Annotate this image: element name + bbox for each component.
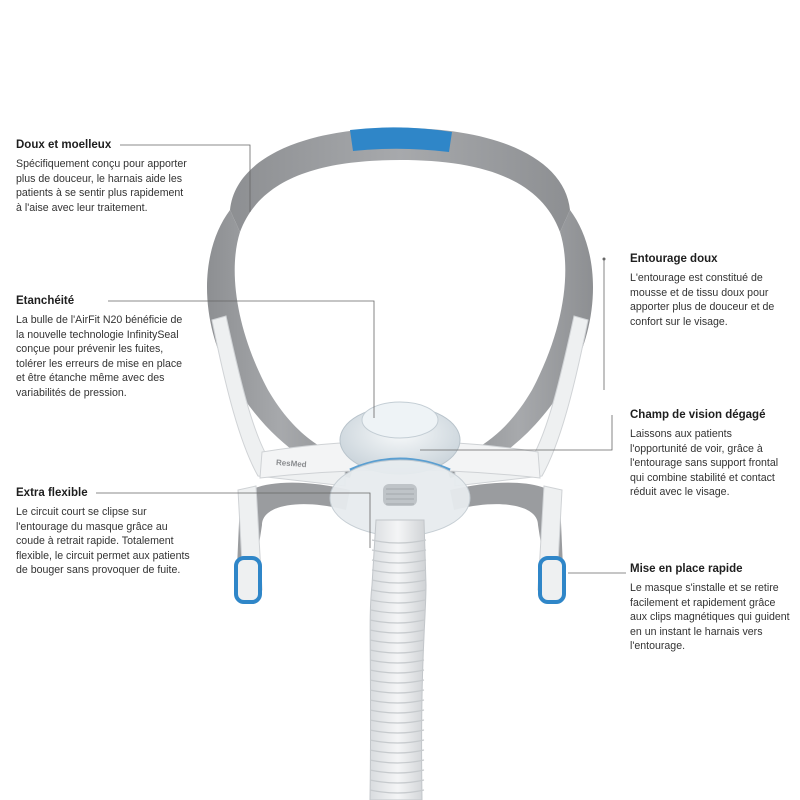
callout-doux-et-moelleux: Doux et moelleux Spécifiquement conçu po… xyxy=(16,139,191,215)
callout-text: Spécifiquement conçu pour apporter plus … xyxy=(16,158,187,214)
short-tube xyxy=(369,519,427,800)
callout-text: L'entourage est constitué de mousse et d… xyxy=(630,272,775,328)
callout-text: Laissons aux patients l'opportunité de v… xyxy=(630,428,779,499)
callout-title: Etanchéité xyxy=(16,295,75,307)
callout-text: La bulle de l'AirFit N20 bénéficie de la… xyxy=(16,314,183,399)
leader-doux xyxy=(120,144,251,212)
cushion-blue-ring xyxy=(349,457,451,472)
leader-etancheite xyxy=(108,300,375,418)
crown-blue-tab xyxy=(350,127,452,152)
leader-flexible xyxy=(96,492,371,548)
callout-title: Champ de vision dégagé xyxy=(630,409,766,421)
callout-text: Le masque s'installe et se retire facile… xyxy=(630,582,790,653)
headgear-lower-left-strap xyxy=(236,482,350,590)
headgear-lower-right-strap xyxy=(450,482,564,590)
leader-champ xyxy=(420,415,613,451)
callout-etancheite: Etanchéité La bulle de l'AirFit N20 béné… xyxy=(16,295,191,401)
callout-title: Mise en place rapide xyxy=(630,563,743,575)
callout-entourage-doux: Entourage doux L'entourage est constitué… xyxy=(630,253,790,329)
callout-title: Entourage doux xyxy=(630,253,718,265)
vent-mesh xyxy=(383,484,417,506)
headgear-left-strap xyxy=(207,210,356,478)
callout-title: Doux et moelleux xyxy=(16,139,112,151)
callout-extra-flexible: Extra flexible Le circuit court se clips… xyxy=(16,487,191,578)
callout-champ-de-vision: Champ de vision dégagé Laissons aux pati… xyxy=(630,409,790,500)
cushion-top xyxy=(361,401,439,439)
callout-text: Le circuit court se clipse sur l'entoura… xyxy=(16,506,190,577)
left-magnetic-clip xyxy=(234,556,262,604)
right-magnetic-clip xyxy=(538,556,566,604)
callout-title: Extra flexible xyxy=(16,487,88,499)
callout-mise-en-place-rapide: Mise en place rapide Le masque s'install… xyxy=(630,563,790,654)
headgear-right-strap xyxy=(444,210,593,478)
resmed-logo: ResMed xyxy=(276,458,307,469)
headgear-crown-strap xyxy=(230,128,570,232)
leader-lines xyxy=(96,144,626,574)
